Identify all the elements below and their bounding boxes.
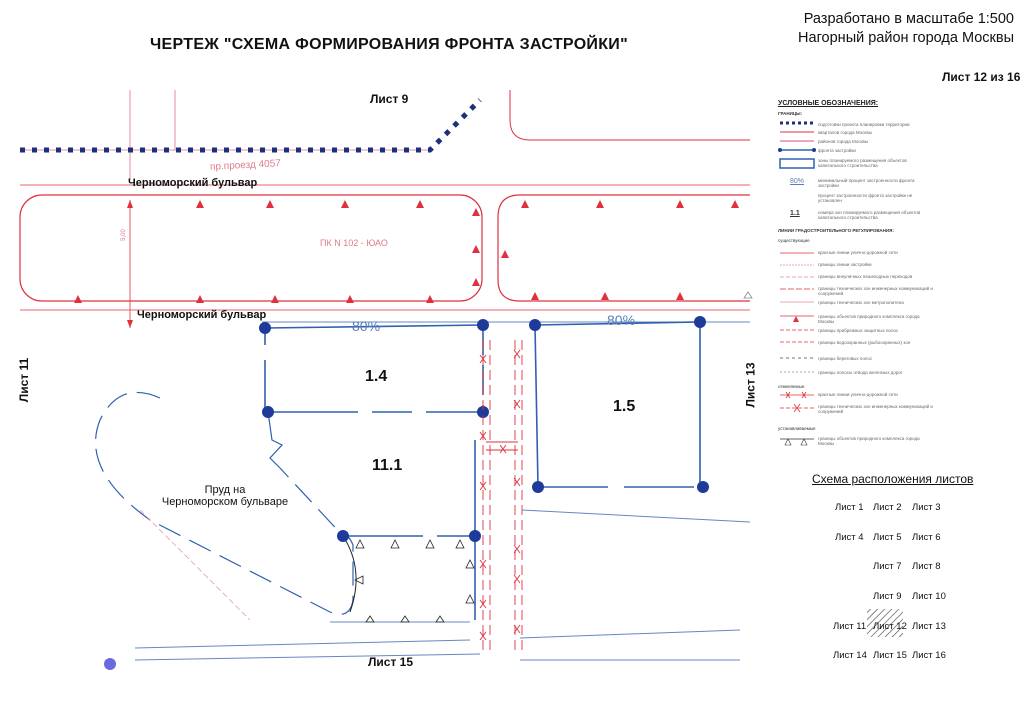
sheet-number: Лист 12 из 16: [942, 70, 1021, 84]
legend-item-min-pct: минимальный процент застроенности фронта…: [818, 178, 915, 188]
legend-num-sample: 1.1: [790, 210, 800, 217]
legend-item-quarters: кварталов города Москвы: [818, 130, 873, 135]
legend-item-zone-numbers: номера зон планируемого размещения объек…: [818, 210, 921, 220]
legend-sub-cancelled: отменяемые: [778, 384, 805, 389]
legend-swatches-3: [780, 391, 814, 413]
legend-sub-existing: существующие: [778, 238, 810, 243]
front-percent-1-5: 80%: [607, 312, 636, 328]
drawing-title: ЧЕРТЕЖ "СХЕМА ФОРМИРОВАНИЯ ФРОНТА ЗАСТРО…: [150, 36, 628, 53]
legend-item-cancel-engineering: границы технических зон инженерных комму…: [818, 404, 933, 414]
label-sheet-11: Лист 11: [17, 357, 32, 403]
legend-swatches-4: [780, 438, 814, 446]
schema-cell[interactable]: Лист 4: [835, 532, 864, 543]
street-edge-3: [134, 639, 471, 649]
schema-cell[interactable]: Лист 9: [873, 591, 902, 602]
schema-cell[interactable]: Лист 8: [912, 561, 941, 572]
street-edge-6: [519, 629, 741, 639]
legend-swatches-2: [780, 252, 814, 373]
label-sheet-15: Лист 15: [368, 655, 414, 669]
legend-item-no-pct: процент застроенности фронта застройки н…: [818, 193, 913, 203]
street-edge-2: [521, 509, 751, 523]
block-right: [497, 194, 750, 302]
schema-cell[interactable]: Лист 12: [873, 621, 907, 632]
legend-item-water-protection: границы водоохранных (рыбоохранных) зон: [818, 340, 911, 345]
red-markers: [74, 200, 739, 303]
pond-label: Пруд на Черноморском бульваре: [161, 484, 289, 508]
planning-boundary: [20, 98, 482, 153]
schema-title: Схема расположения листов: [812, 472, 974, 486]
schema-cell[interactable]: Лист 5: [873, 532, 902, 543]
technical-zone: [482, 340, 523, 650]
red-line-top-right: [509, 90, 750, 141]
x-markers: [479, 349, 521, 641]
legend-item-planning: подготовки проекта планировки территории: [818, 122, 910, 127]
legend-item-cancel-red: красные линии улично-дорожной сети: [818, 392, 898, 397]
street-edge-4: [134, 653, 481, 661]
street-label-bottom: Черноморский бульвар: [137, 309, 267, 321]
block-left: [19, 194, 483, 302]
schema-cell[interactable]: Лист 2: [873, 502, 902, 513]
label-sheet-13: Лист 13: [743, 362, 758, 408]
zone-number-1-4: 1.4: [365, 368, 388, 385]
legend-item-red-lines: красные линии улично-дорожной сети: [818, 250, 898, 255]
zone-corner-points: [259, 316, 709, 542]
schema-cell[interactable]: Лист 10: [912, 591, 946, 602]
legend-item-railway: границы полосы отвода железных дорог: [818, 370, 903, 375]
legend-item-front: фронта застройки: [818, 148, 856, 153]
zone-number-1-5: 1.5: [613, 398, 636, 415]
schema-cell[interactable]: Лист 13: [912, 621, 946, 632]
legend: УСЛОВНЫЕ ОБОЗНАЧЕНИЯ: ГРАНИЦЫ: подготовк…: [778, 100, 938, 460]
district-line: Нагорный район города Москвы: [798, 30, 1014, 46]
schema-cell[interactable]: Лист 15: [873, 650, 907, 661]
legend-item-building-line: границы линии застройки: [818, 262, 872, 267]
zone-frames: [264, 321, 701, 620]
legend-pct-sample: 80%: [790, 178, 805, 185]
legend-item-natural: границы объектов природного комплекса го…: [818, 314, 920, 324]
current-sheet-hatch: [867, 609, 903, 637]
schema-cell[interactable]: Лист 1: [835, 502, 864, 513]
legend-sub-established: устанавливаемые: [778, 426, 816, 431]
dimension-label: 5,00: [120, 229, 127, 241]
schema-cell[interactable]: Лист 7: [873, 561, 902, 572]
legend-title: УСЛОВНЫЕ ОБОЗНАЧЕНИЯ:: [778, 100, 879, 107]
point-marker: [104, 658, 116, 670]
schema-cell[interactable]: Лист 3: [912, 502, 941, 513]
legend-group-regulation: ЛИНИИ ГРАДОСТРОИТЕЛЬНОГО РЕГУЛИРОВАНИЯ:: [778, 228, 894, 233]
block-code: ПК N 102 - ЮАО: [320, 238, 388, 248]
schema-cell[interactable]: Лист 16: [912, 650, 946, 661]
scale-line: Разработано в масштабе 1:500: [803, 11, 1014, 27]
scale-box: Разработано в масштабе 1:500 Нагорный ра…: [770, 10, 1020, 50]
legend-item-coastal-protective: границы прибрежных защитных полос: [818, 328, 899, 333]
label-sheet-9: Лист 9: [370, 92, 409, 106]
legend-item-engineering: границы технических зон инженерных комму…: [818, 286, 933, 296]
street-label-top: Черноморский бульвар: [128, 177, 258, 189]
legend-group-borders: ГРАНИЦЫ:: [778, 111, 803, 116]
legend-item-districts: районов города Москвы: [818, 139, 869, 144]
legend-swatches-1: [778, 121, 816, 169]
zone-number-11-1: 11.1: [372, 457, 403, 474]
natural-complex-markers: [354, 539, 475, 623]
legend-item-pedestrian: границы внеуличных пешеходных переходов: [818, 274, 913, 279]
legend-item-shore: границы береговых полос: [818, 356, 873, 361]
schema-cell[interactable]: Лист 6: [912, 532, 941, 543]
schema-cell[interactable]: Лист 14: [833, 650, 867, 661]
legend-item-metro: границы технических зон метрополитена: [818, 300, 904, 305]
legend-item-zones: зоны планируемого размещения объектов ка…: [818, 158, 907, 168]
front-percent-1-4: 80%: [352, 318, 381, 334]
legend-item-establish-natural: границы объектов природного комплекса го…: [818, 436, 920, 446]
schema-cell[interactable]: Лист 11: [833, 621, 867, 632]
